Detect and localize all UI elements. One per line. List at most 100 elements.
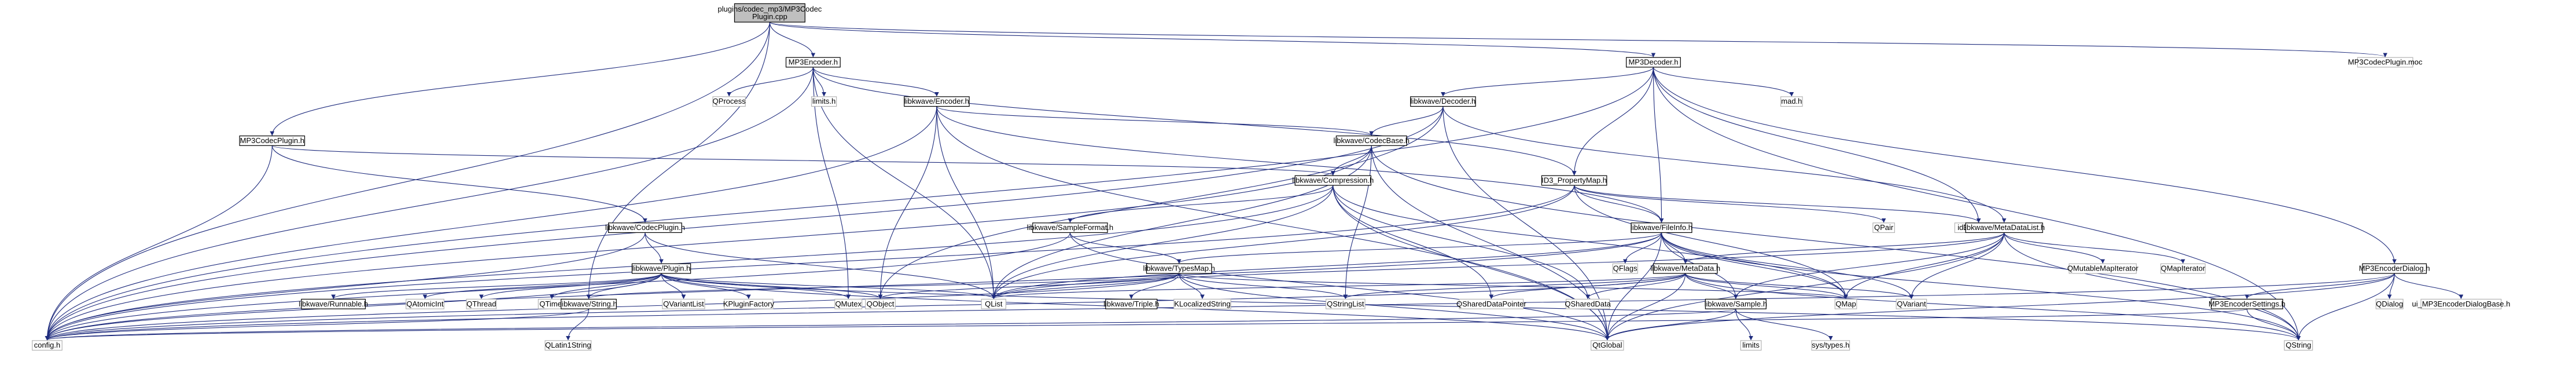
node-label: QFlags — [1613, 264, 1637, 273]
node-config[interactable]: config.h — [32, 340, 62, 351]
edge-mp3encoder-to-id3 — [812, 67, 1577, 176]
node-qmutex[interactable]: QMutex — [834, 298, 863, 309]
node-klocalizedstring[interactable]: KLocalizedString — [1173, 298, 1231, 309]
node-triple[interactable]: libkwave/Triple.h — [1103, 298, 1159, 309]
node-box — [544, 340, 592, 351]
node-qflags[interactable]: QFlags — [1612, 263, 1638, 274]
node-box — [834, 298, 863, 309]
node-box — [1626, 57, 1681, 68]
edge-mp3decoder-to-madh — [1653, 67, 1794, 97]
node-metadata[interactable]: libkwave/MetaData.h — [1650, 263, 1720, 274]
node-moc[interactable]: MP3CodecPlugin.moc — [2348, 57, 2423, 68]
node-mp3decoder[interactable]: MP3Decoder.h — [1626, 57, 1681, 68]
node-qmapit[interactable]: QMapIterator — [2160, 263, 2206, 274]
node-box — [1459, 298, 1524, 309]
node-label: sys/types.h — [1812, 341, 1849, 349]
node-qstringlist[interactable]: QStringList — [1325, 298, 1366, 309]
node-label: libkwave/Encoder.h — [904, 97, 969, 105]
node-box — [811, 96, 837, 107]
node-root[interactable]: plugins/codec_mp3/MP3CodecPlugin.cpp — [717, 3, 822, 23]
node-label: libkwave/CodecPlugin.h — [605, 223, 685, 232]
node-madh[interactable]: mad.h — [1780, 96, 1803, 107]
node-label: Plugin.cpp — [752, 12, 787, 21]
node-box — [406, 298, 444, 309]
node-label: QStringList — [1327, 300, 1364, 308]
node-box — [1740, 340, 1762, 351]
edge-libcodecplugin-to-qlist — [645, 232, 996, 300]
edge-codecbase-to-compression — [1330, 145, 1372, 176]
node-kwstring[interactable]: libkwave/String.h — [560, 298, 617, 309]
node-plugin[interactable]: libkwave/Plugin.h — [631, 263, 691, 274]
edge-root-to-codecplugin_h — [270, 22, 770, 136]
edge-encsettings-to-qstring — [2246, 309, 2301, 341]
node-box — [1032, 222, 1108, 233]
node-box — [32, 340, 62, 351]
node-metadatalist[interactable]: libkwave/MetaDataList.h — [1963, 222, 2045, 233]
node-label: QMap — [1835, 300, 1856, 308]
node-label: libkwave/Decoder.h — [1411, 97, 1476, 105]
node-label: MP3CodecPlugin.moc — [2348, 58, 2423, 67]
node-qtglobal[interactable]: QtGlobal — [1591, 340, 1624, 351]
edge-codecplugin_h-to-libcodecplugin — [271, 145, 647, 223]
edge-root-to-kwstring — [586, 22, 770, 300]
edge-fileinfo-to-qflags — [1622, 232, 1662, 264]
node-sample[interactable]: libkwave/Sample.h — [1705, 298, 1767, 309]
node-label: libkwave/String.h — [560, 300, 617, 308]
node-encdialog[interactable]: MP3EncoderDialog.h — [2359, 263, 2430, 274]
edge-root-to-mp3decoder — [769, 21, 1655, 57]
node-label: ui_MP3EncoderDialogBase.h — [2412, 300, 2510, 308]
node-box — [466, 298, 497, 309]
node-qvariant[interactable]: QVariant — [1896, 298, 1927, 309]
node-typesmap[interactable]: libkwave/TypesMap.h — [1143, 263, 1215, 274]
node-qtimer[interactable]: QTimer — [538, 298, 566, 309]
node-codecbase[interactable]: libkwave/CodecBase.h — [1334, 135, 1410, 146]
node-sampleformat[interactable]: libkwave/SampleFormat.h — [1027, 222, 1114, 233]
node-label: plugins/codec_mp3/MP3Codec — [717, 5, 822, 13]
node-fileinfo[interactable]: libkwave/FileInfo.h — [1631, 222, 1692, 233]
node-qshareddatapointer[interactable]: QSharedDataPointer — [1456, 298, 1526, 309]
node-label: KLocalizedString — [1174, 300, 1231, 308]
node-qatomicint[interactable]: QAtomicInt — [406, 298, 444, 309]
edge-encdialog-to-uidialog — [2394, 273, 2464, 300]
edge-compression-to-qtglobal — [1333, 185, 1610, 341]
node-box — [1705, 298, 1767, 309]
node-box — [1780, 96, 1803, 107]
edge-metadatalist-to-metadata — [1683, 232, 2005, 264]
node-kpluginfactory[interactable]: KPluginFactory — [723, 298, 775, 309]
node-label: libkwave/FileInfo.h — [1631, 223, 1692, 232]
node-limits[interactable]: limits.h — [811, 96, 837, 107]
node-qpair[interactable]: QPair — [1872, 222, 1895, 233]
node-qvariantlist[interactable]: QVariantList — [662, 298, 705, 309]
node-encoder[interactable]: libkwave/Encoder.h — [904, 96, 970, 107]
node-uidialog[interactable]: ui_MP3EncoderDialogBase.h — [2412, 298, 2510, 309]
edge-codecbase-to-qstring — [1371, 145, 2301, 341]
node-mp3encoder[interactable]: MP3Encoder.h — [785, 57, 841, 68]
node-qdialog[interactable]: QDialog — [2375, 298, 2404, 309]
node-limits2[interactable]: limits — [1740, 340, 1762, 351]
node-qprocess[interactable]: QProcess — [712, 96, 746, 107]
node-box — [1325, 298, 1366, 309]
node-runnable[interactable]: libkwave/Runnable.h — [299, 298, 368, 309]
node-label: QProcess — [713, 97, 746, 105]
node-systypes[interactable]: sys/types.h — [1811, 340, 1850, 351]
node-libcodecplugin[interactable]: libkwave/CodecPlugin.h — [605, 222, 685, 233]
node-qobject[interactable]: QObject — [865, 298, 896, 309]
node-box — [561, 298, 617, 309]
node-label: QPair — [1874, 223, 1894, 232]
node-qthread[interactable]: QThread — [466, 298, 497, 309]
edge-decoder-to-qobject — [878, 106, 1444, 300]
node-qmutmapit[interactable]: QMutableMapIterator — [2067, 263, 2139, 274]
node-qlatin1string[interactable]: QLatin1String — [544, 340, 592, 351]
node-qmap[interactable]: QMap — [1834, 298, 1857, 309]
edge-metadata-to-qstring — [1685, 273, 2301, 341]
node-qlist[interactable]: QList — [981, 298, 1006, 309]
node-encsettings[interactable]: MP3EncoderSettings.h — [2209, 298, 2286, 309]
node-qstring[interactable]: QString — [2284, 340, 2313, 351]
node-compression[interactable]: libkwave/Compression.h — [1292, 175, 1374, 186]
edge-plugin-to-qlist — [661, 273, 996, 300]
node-codecplugin_h[interactable]: MP3CodecPlugin.h — [239, 135, 306, 146]
node-qshareddata[interactable]: QSharedData — [1565, 298, 1611, 309]
node-id3[interactable]: ID3_PropertyMap.h — [1541, 175, 1607, 186]
node-decoder[interactable]: libkwave/Decoder.h — [1410, 96, 1476, 107]
node-box — [1872, 222, 1895, 233]
